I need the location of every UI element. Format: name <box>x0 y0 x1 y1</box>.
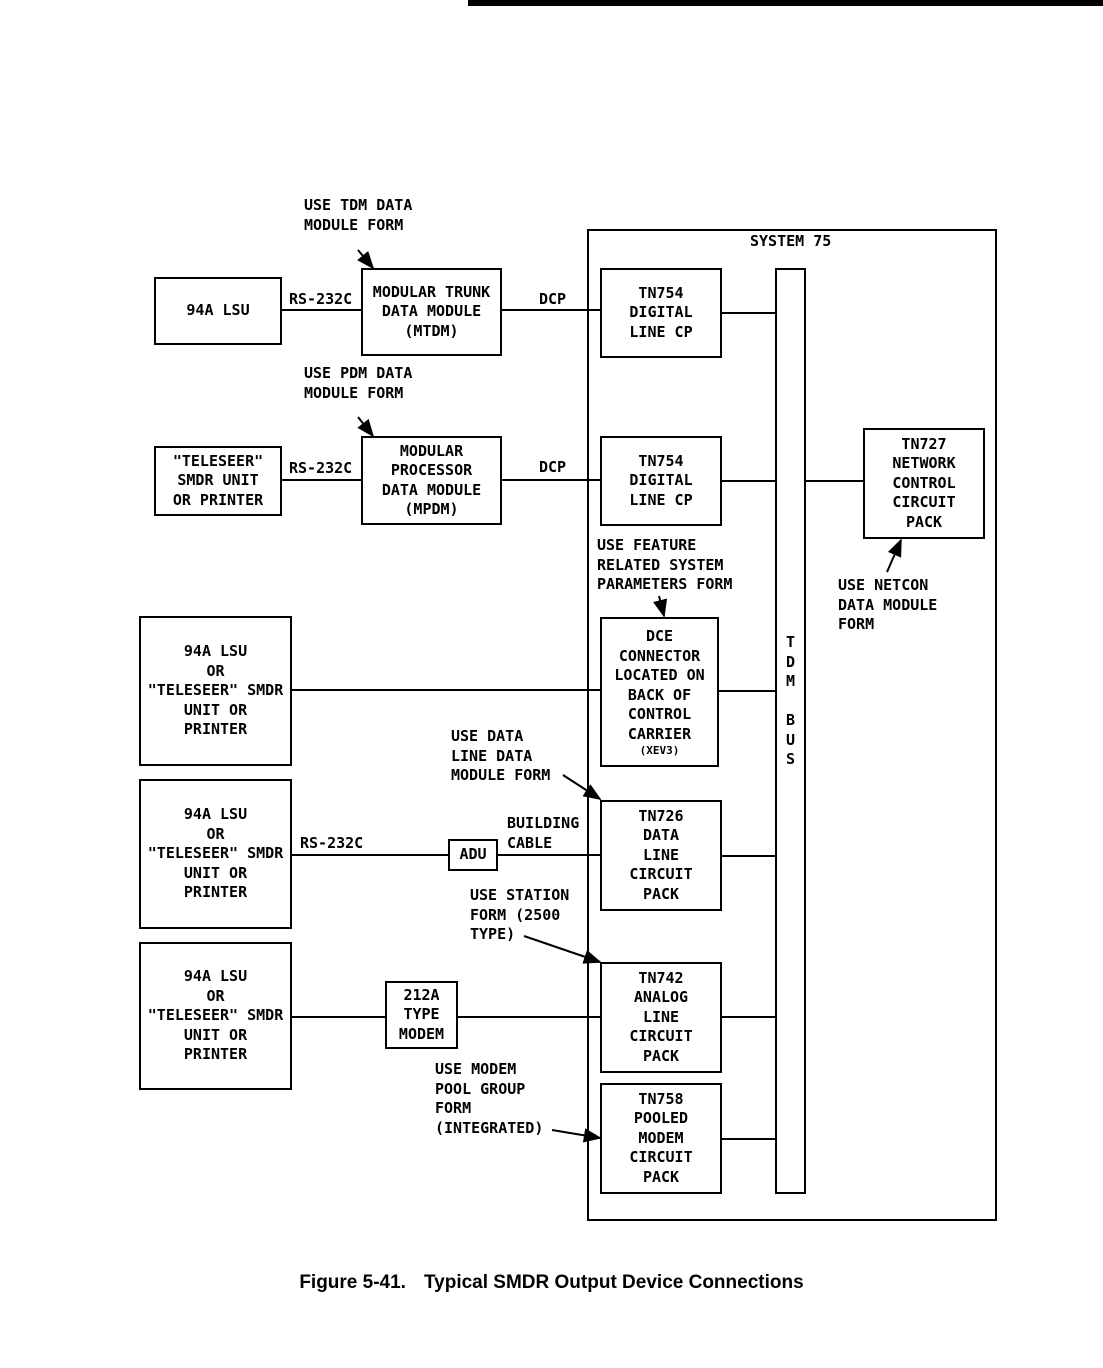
line-tn754-bus-2 <box>721 480 776 482</box>
note-netcon-form: USE NETCON DATA MODULE FORM <box>838 576 938 633</box>
note-feature-form: USE FEATURE RELATED SYSTEM PARAMETERS FO… <box>597 536 733 593</box>
note-pdm-form: USE PDM DATA MODULE FORM <box>304 364 413 402</box>
line-mtdm-tn754 <box>501 309 601 311</box>
adu-box: ADU <box>448 839 498 871</box>
line-device3-dce <box>291 689 601 691</box>
dce-xev3-note: (XEV3) <box>639 744 680 757</box>
line-modem-tn742 <box>457 1016 601 1018</box>
tn754-box-1: TN754 DIGITAL LINE CP <box>600 268 722 358</box>
output-device-box-4: 94A LSU OR "TELESEER" SMDR UNIT OR PRINT… <box>139 779 292 929</box>
line-adu-tn726 <box>497 854 601 856</box>
line-dce-bus <box>718 690 776 692</box>
modem-212a-box: 212A TYPE MODEM <box>385 981 458 1049</box>
line-device5-modem <box>291 1016 386 1018</box>
building-cable-label: BUILDING CABLE <box>507 814 580 852</box>
line-tn742-bus <box>721 1016 776 1018</box>
figure-title: Typical SMDR Output Device Connections <box>423 1272 804 1293</box>
line-mpdm-tn754 <box>501 479 601 481</box>
note-data-line-form: USE DATA LINE DATA MODULE FORM <box>451 727 551 784</box>
arrow-pdm-to-mpdm <box>357 416 375 438</box>
note-tdm-form: USE TDM DATA MODULE FORM <box>304 196 413 234</box>
dcp-label-1: DCP <box>539 290 567 308</box>
dce-connector-box: DCE CONNECTOR LOCATED ON BACK OF CONTROL… <box>600 617 719 767</box>
mtdm-box: MODULAR TRUNK DATA MODULE (MTDM) <box>361 268 502 356</box>
arrow-station-to-tn742 <box>523 935 602 964</box>
note-station-form: USE STATION FORM (2500 TYPE) <box>470 886 570 943</box>
arrow-netcon-to-tn727 <box>886 538 902 573</box>
line-tn726-bus <box>721 855 776 857</box>
tdm-bus-label: T D M B U S <box>785 633 796 768</box>
rs232c-label-2: RS-232C <box>289 459 353 477</box>
arrow-feature-to-dce <box>653 595 668 618</box>
line-tn754-bus-1 <box>721 312 776 314</box>
tn758-box: TN758 POOLED MODEM CIRCUIT PACK <box>600 1083 722 1194</box>
page-top-rule <box>468 0 1103 6</box>
lsu-94a-box: 94A LSU <box>154 277 282 345</box>
arrow-modempool-to-tn758 <box>551 1128 602 1143</box>
line-teleseer-mpdm <box>281 479 362 481</box>
dce-connector-label: DCE CONNECTOR LOCATED ON BACK OF CONTROL… <box>614 627 705 743</box>
system-75-frame <box>587 229 997 1221</box>
system-75-title: SYSTEM 75 <box>750 232 832 250</box>
arrow-tdm-to-mtdm <box>357 249 375 270</box>
dcp-label-2: DCP <box>539 458 567 476</box>
note-modem-pool-form: USE MODEM POOL GROUP FORM (INTEGRATED) <box>435 1060 544 1137</box>
figure-caption: Figure 5-41. Typical SMDR Output Device C… <box>0 1272 1103 1294</box>
rs232c-label-1: RS-232C <box>289 290 353 308</box>
tn742-box: TN742 ANALOG LINE CIRCUIT PACK <box>600 962 722 1073</box>
tdm-bus <box>775 268 806 1194</box>
tn726-box: TN726 DATA LINE CIRCUIT PACK <box>600 800 722 911</box>
mpdm-box: MODULAR PROCESSOR DATA MODULE (MPDM) <box>361 436 502 525</box>
tn754-box-2: TN754 DIGITAL LINE CP <box>600 436 722 526</box>
tn727-box: TN727 NETWORK CONTROL CIRCUIT PACK <box>863 428 985 539</box>
rs232c-label-3: RS-232C <box>300 834 364 852</box>
line-lsu-mtdm <box>281 309 362 311</box>
line-device4-adu <box>291 854 449 856</box>
line-tn758-bus <box>721 1138 776 1140</box>
arrow-dataline-to-tn726 <box>562 774 602 800</box>
teleseer-smdr-box: "TELESEER" SMDR UNIT OR PRINTER <box>154 446 282 516</box>
figure-number: Figure 5-41. <box>299 1272 406 1293</box>
output-device-box-3: 94A LSU OR "TELESEER" SMDR UNIT OR PRINT… <box>139 616 292 766</box>
line-bus-tn727 <box>805 480 864 482</box>
output-device-box-5: 94A LSU OR "TELESEER" SMDR UNIT OR PRINT… <box>139 942 292 1090</box>
